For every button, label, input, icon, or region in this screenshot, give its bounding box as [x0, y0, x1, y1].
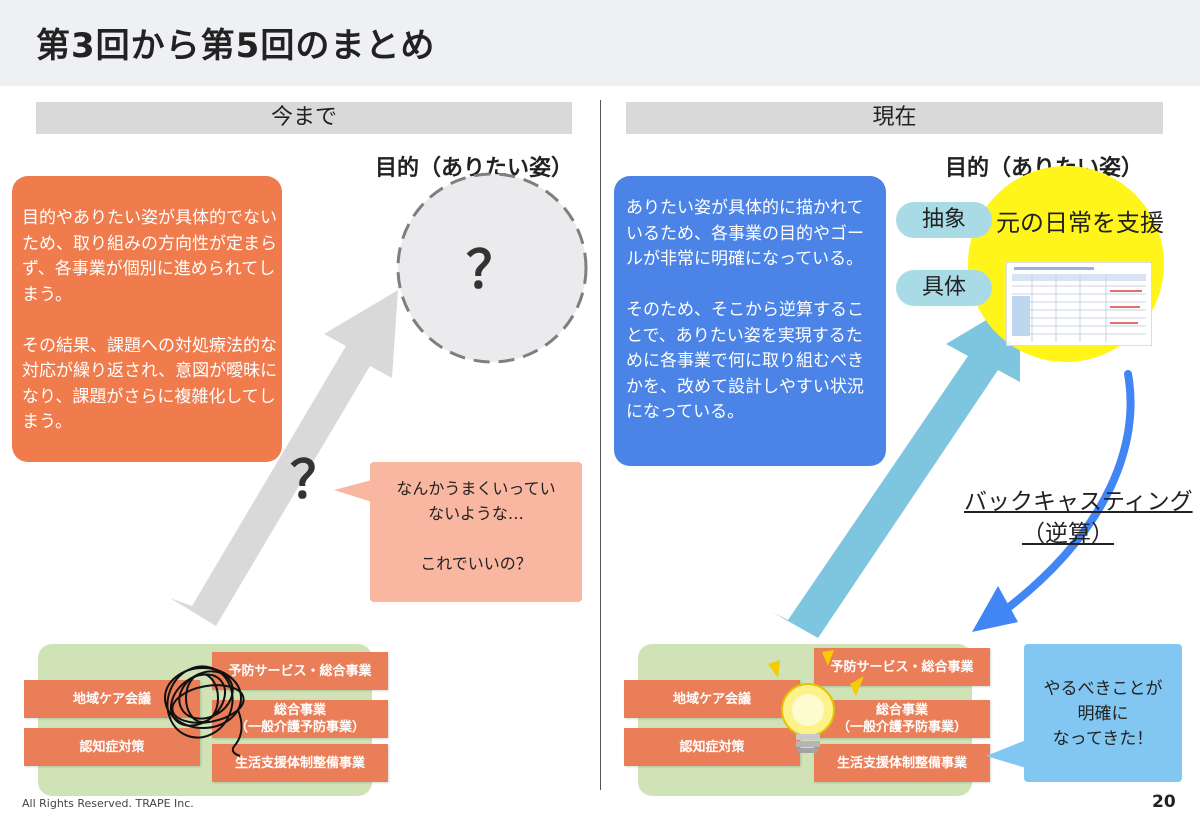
activity-prevention-services: 予防サービス・総合事業 — [212, 652, 388, 690]
right-explanation-box: ありたい姿が具体的に描かれているため、各事業の目的やゴールが非常に明確になってい… — [614, 176, 886, 466]
left-explanation-box: 目的やありたい姿が具体的でないため、取り組みの方向性が定まらず、各事業が個別に進… — [12, 176, 282, 462]
column-divider — [600, 100, 601, 790]
activity-dementia-measures: 認知症対策 — [24, 728, 200, 766]
page-number: 20 — [1152, 792, 1176, 812]
activity-general-care-prevention: 総合事業 （一般介護予防事業） — [814, 700, 990, 738]
activity-community-care-meeting: 地域ケア会議 — [624, 680, 800, 718]
backcasting-arrow — [996, 370, 1135, 618]
right-explanation-text: ありたい姿が具体的に描かれているため、各事業の目的やゴールが非常に明確になってい… — [626, 198, 864, 422]
backcasting-arrow-head — [972, 586, 1018, 632]
speech-bubble-text: なんかうまくいってい ないような… これでいいの？ — [396, 479, 556, 573]
tangle-scribble — [164, 665, 245, 757]
concrete-pill: 具体 — [896, 270, 992, 306]
left-explanation-text: 目的やありたい姿が具体的でないため、取り組みの方向性が定まらず、各事業が個別に進… — [22, 208, 278, 432]
left-column-header: 今まで — [36, 102, 572, 134]
title-bar — [0, 0, 1200, 86]
left-gray-arrow — [170, 290, 398, 626]
dashed-goal-circle — [396, 172, 588, 364]
realize-bubble-tail — [986, 740, 1026, 768]
activity-life-support-system: 生活支援体制整備事業 — [814, 744, 990, 782]
speech-bubble: なんかうまくいってい ないような… これでいいの？ — [370, 462, 582, 602]
abstract-pill: 抽象 — [896, 202, 992, 238]
activity-life-support-system: 生活支援体制整備事業 — [212, 744, 388, 782]
realize-callout: やるべきことが 明確に なってきた！ — [1024, 644, 1182, 782]
speech-bubble-tail — [334, 480, 372, 502]
copyright-footer: All Rights Reserved. TRAPE Inc. — [22, 797, 194, 810]
circle-question-mark: ？ — [465, 241, 518, 301]
right-blue-arrow — [772, 300, 1020, 638]
light-bulb-icon — [768, 650, 864, 753]
realize-callout-text: やるべきことが 明確に なってきた！ — [1043, 679, 1163, 749]
plan-document-thumbnail — [1006, 262, 1152, 346]
right-column-header: 現在 — [626, 102, 1163, 134]
activity-dementia-measures: 認知症対策 — [624, 728, 800, 766]
backcasting-label: バックキャスティング — [964, 489, 1193, 515]
arrow-question-mark: ？ — [289, 451, 342, 511]
left-graphics — [170, 172, 588, 626]
activity-prevention-services: 予防サービス・総合事業 — [814, 648, 990, 686]
goal-statement: 元の日常を支援 — [996, 209, 1164, 237]
backcasting-sublabel: （逆算） — [1022, 521, 1114, 547]
page-title: 第3回から第5回のまとめ — [36, 26, 436, 66]
